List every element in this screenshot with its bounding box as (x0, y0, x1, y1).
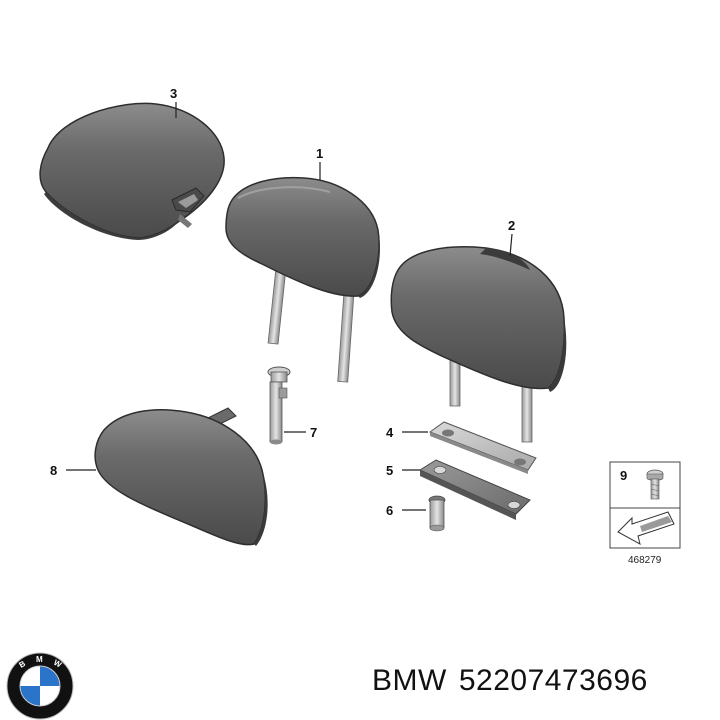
svg-text:B: B (18, 659, 28, 670)
callout-6: 6 (386, 503, 393, 518)
callout-8: 8 (50, 463, 57, 478)
svg-text:W: W (52, 658, 63, 670)
screw-icon (646, 469, 664, 500)
svg-text:M: M (36, 655, 43, 664)
part-2-headrest (390, 246, 567, 443)
reference-number: 468279 (628, 555, 662, 566)
callout-4: 4 (386, 425, 394, 440)
part-7-guide-sleeve (267, 366, 291, 445)
callout-9: 9 (620, 468, 627, 483)
part-4-plate (428, 421, 537, 474)
arrow-icon (617, 511, 675, 545)
callout-2: 2 (508, 218, 515, 233)
bmw-logo-icon: B M W (6, 652, 74, 720)
part-8-cover (94, 407, 268, 546)
callout-7: 7 (310, 425, 317, 440)
footer-caption: BMW 52207473696 (372, 664, 660, 698)
footer-part-number: 52207473696 (458, 664, 648, 697)
part-3-cushion (39, 102, 225, 240)
callout-3: 3 (170, 86, 177, 101)
part-1-headrest (225, 176, 380, 383)
part-6-sleeve (428, 495, 446, 532)
part-5-plate (418, 459, 531, 520)
leader-lines (66, 102, 513, 511)
footer-brand: BMW (372, 664, 447, 697)
callout-5: 5 (386, 463, 393, 478)
callout-1: 1 (316, 146, 323, 161)
screw-inset-box: 9 468279 (609, 461, 681, 566)
